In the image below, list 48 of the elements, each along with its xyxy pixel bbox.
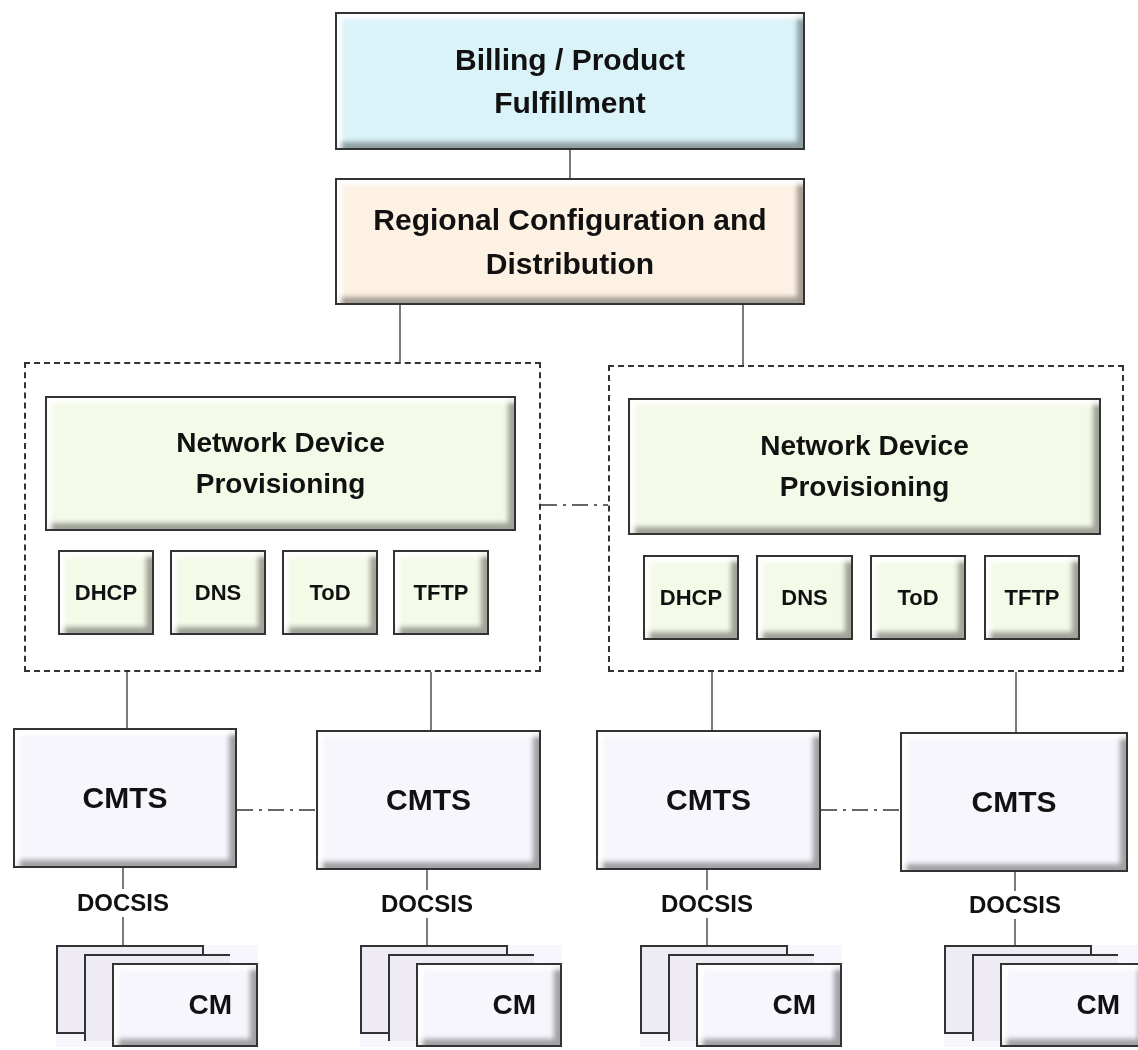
box-label: Billing / Product Fulfillment — [454, 41, 686, 121]
box-label: CM — [771, 987, 817, 1022]
box-label: TFTP — [1003, 583, 1061, 612]
process-box — [756, 555, 853, 640]
connector-line — [399, 304, 401, 363]
box-label: CMTS — [81, 780, 169, 817]
process-box — [596, 730, 821, 870]
box-label: DHCP — [658, 583, 724, 612]
dash-dot-connector — [820, 809, 901, 811]
process-box — [45, 396, 516, 531]
box-label: ToD — [308, 578, 352, 607]
connector-line — [742, 304, 744, 366]
box-label: DHCP — [73, 578, 139, 607]
box-label: Regional Configuration and Distribution — [372, 202, 768, 282]
connector-line — [711, 671, 713, 731]
dashed-group-box — [608, 365, 1124, 672]
box-label: CMTS — [970, 784, 1058, 821]
process-box — [984, 555, 1080, 640]
process-box — [282, 550, 378, 635]
box-label: ToD — [896, 583, 940, 612]
process-box — [628, 398, 1101, 535]
box-label: TFTP — [412, 578, 470, 607]
box-label: CM — [491, 987, 537, 1022]
dashed-group-box — [24, 362, 541, 672]
process-box — [58, 550, 154, 635]
process-box — [170, 550, 266, 635]
box-label: DNS — [193, 578, 243, 607]
connector-line — [126, 671, 128, 729]
box-label: CMTS — [385, 782, 472, 819]
process-box — [900, 732, 1128, 872]
connector-line — [1015, 671, 1017, 733]
box-label: CM — [1075, 987, 1121, 1022]
connector-line — [569, 149, 571, 179]
process-box — [870, 555, 966, 640]
process-box — [393, 550, 489, 635]
process-box — [316, 730, 541, 870]
process-box — [335, 12, 805, 150]
process-box — [643, 555, 739, 640]
process-box — [335, 178, 805, 305]
box-label: CM — [187, 987, 233, 1022]
dash-dot-connector — [236, 809, 317, 811]
connector-line — [430, 671, 432, 731]
box-label: CMTS — [665, 782, 752, 819]
box-label: Network Device Provisioning — [175, 425, 386, 501]
dash-dot-connector — [540, 504, 609, 506]
box-label: DNS — [780, 583, 829, 612]
box-label: Network Device Provisioning — [759, 428, 970, 504]
process-box — [13, 728, 237, 868]
